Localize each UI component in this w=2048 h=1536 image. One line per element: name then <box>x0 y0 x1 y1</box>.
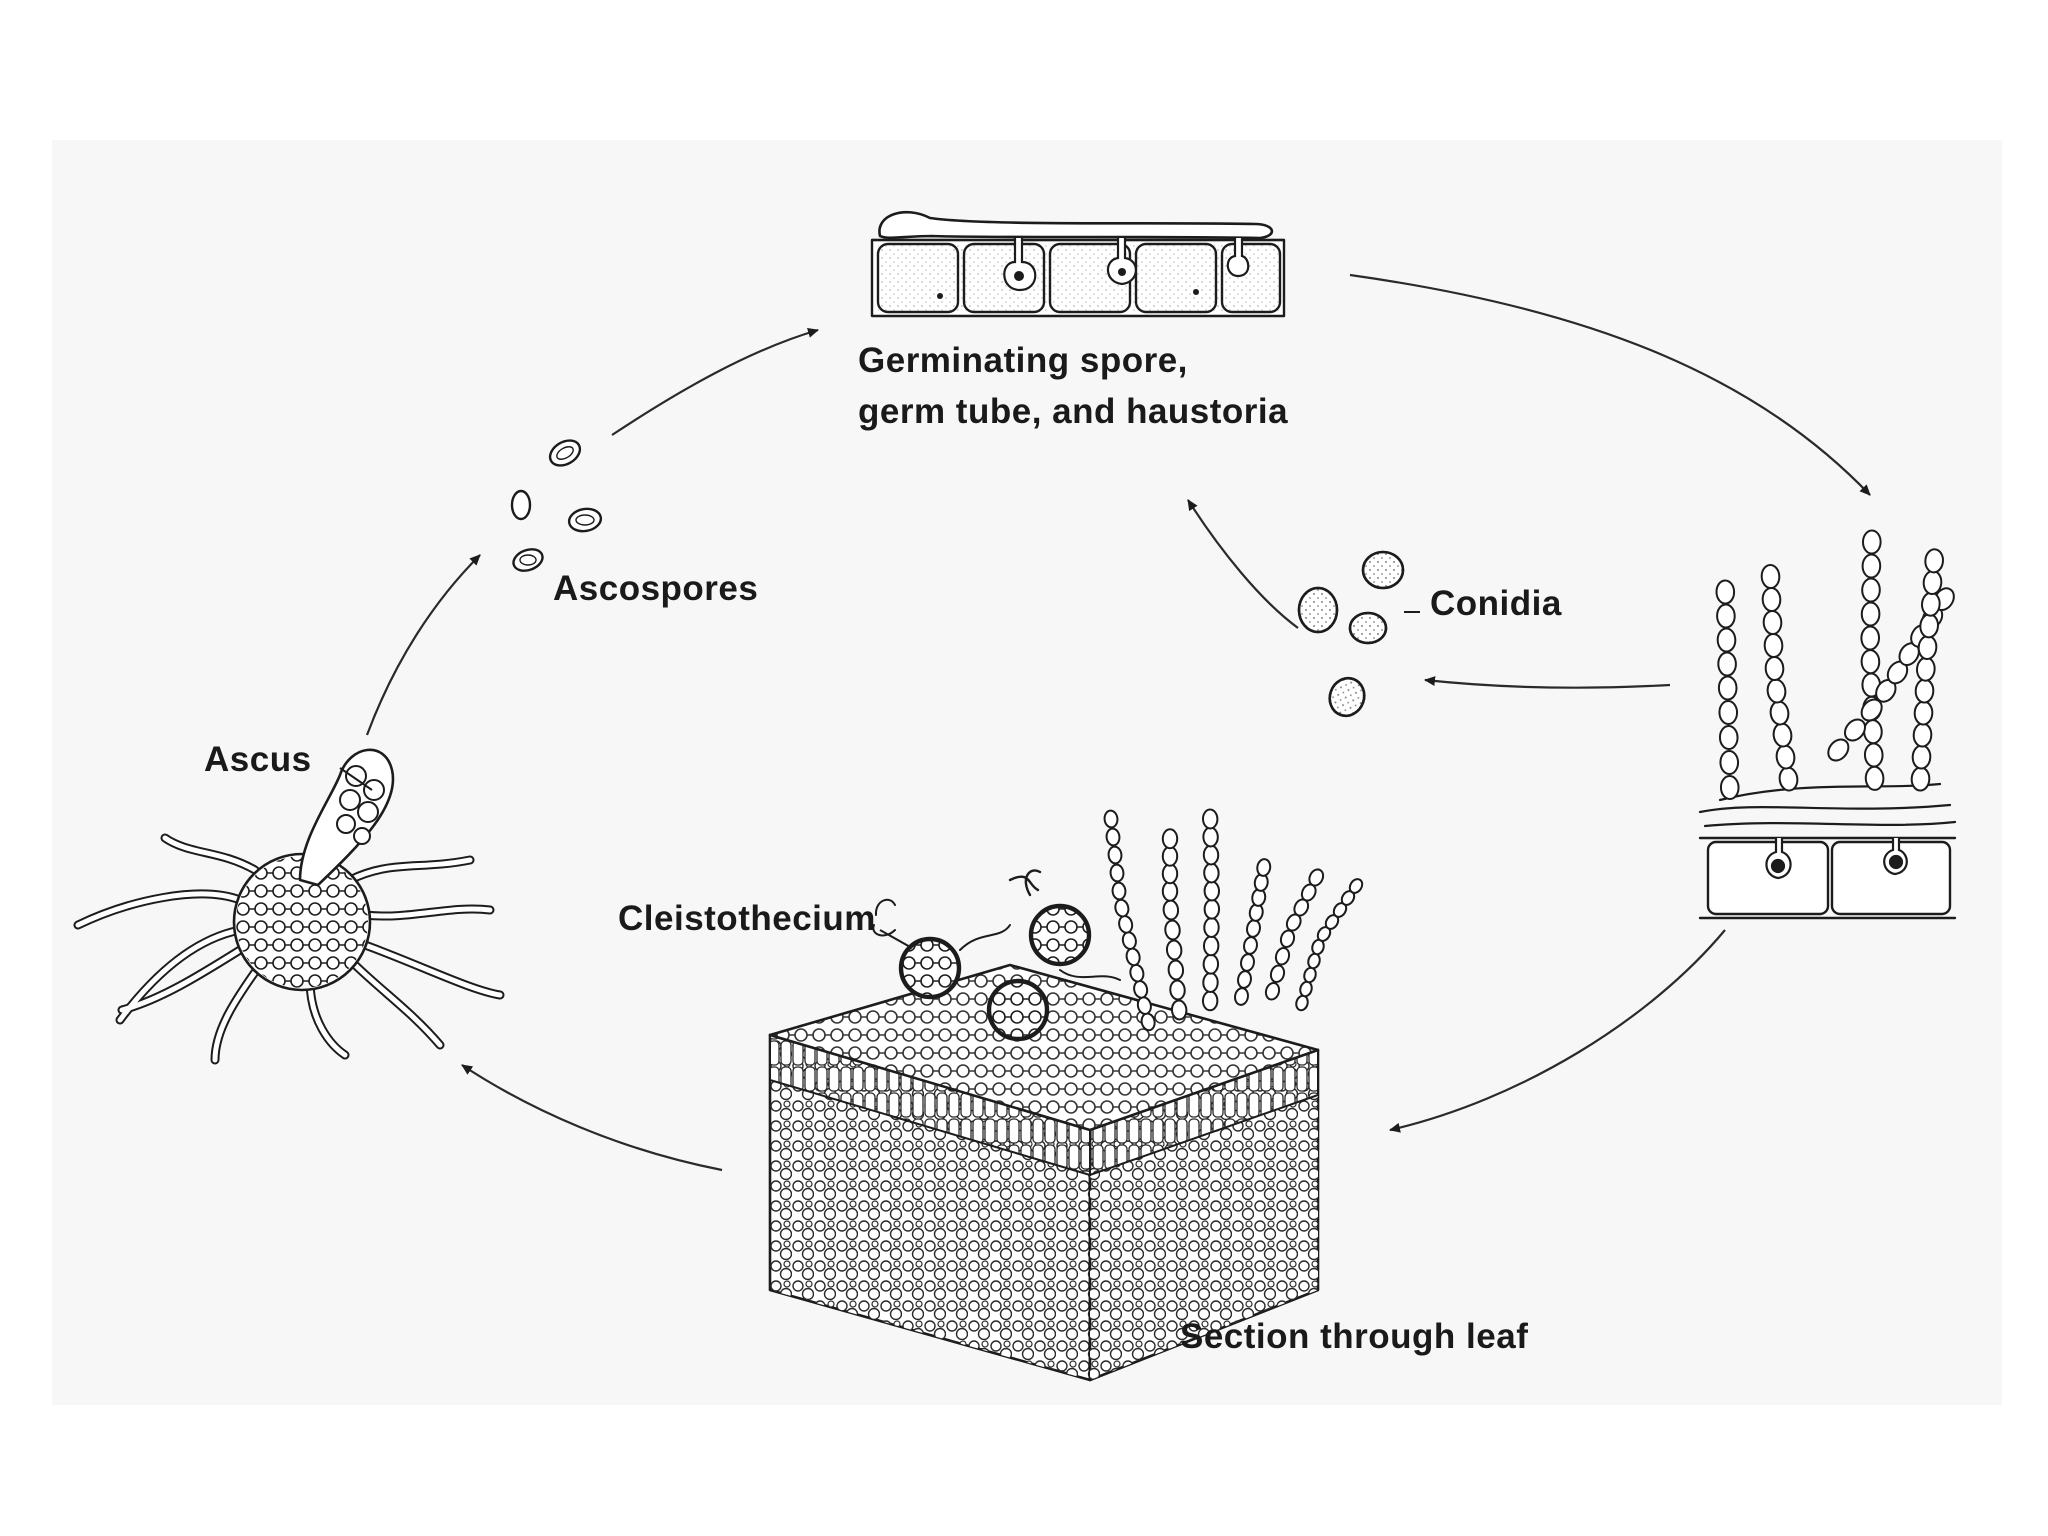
ascospores-illustration <box>510 439 603 572</box>
arrow-conidiophores-to-leaf-section <box>1389 929 1726 1133</box>
label-ascus: Ascus <box>204 740 312 779</box>
conidiophore-chain <box>1264 868 1325 1001</box>
label-cleistothecium: Cleistothecium <box>618 899 876 938</box>
ascus-cleistothecium-illustration <box>73 748 505 1065</box>
conidiophores-illustration <box>1698 529 1957 920</box>
label-germinating-line2: germ tube, and haustoria <box>858 391 1289 431</box>
arrow-conidiophores-to-conidia <box>1424 676 1671 689</box>
conidiophore-chain <box>1103 809 1156 1032</box>
conidiophore-chain <box>1860 529 1885 791</box>
label-germinating-spore: Germinating spore, germ tube, and hausto… <box>858 336 1288 438</box>
arrow-germination-to-conidiophores <box>1349 273 1871 496</box>
arrow-conidia-to-germination <box>1187 499 1299 629</box>
label-section-through-leaf: Section through leaf <box>1180 1317 1529 1356</box>
conidiophore-chain <box>1760 563 1799 792</box>
label-germinating-line1: Germinating spore, <box>858 341 1188 380</box>
conidia-illustration <box>1297 550 1405 718</box>
conidiophore-chain <box>1910 548 1944 792</box>
arrow-leaf-section-to-ascus <box>461 1064 723 1172</box>
conidiophore-chain <box>1715 579 1740 801</box>
leaf-section-illustration <box>768 808 1364 1382</box>
arrow-ascospores-to-germination <box>611 328 819 436</box>
conidiophore-chain <box>1234 858 1272 1006</box>
conidiophore-chain <box>1161 828 1188 1021</box>
label-conidia: Conidia <box>1430 584 1562 623</box>
arrow-ascus-to-ascospores <box>365 554 481 736</box>
germinating-spore-illustration <box>870 210 1286 318</box>
conidiophore-chain <box>1201 808 1221 1012</box>
cycle-arrows <box>365 273 1871 1172</box>
conidiophore-chain <box>1295 878 1364 1012</box>
label-ascospores: Ascospores <box>553 569 759 608</box>
